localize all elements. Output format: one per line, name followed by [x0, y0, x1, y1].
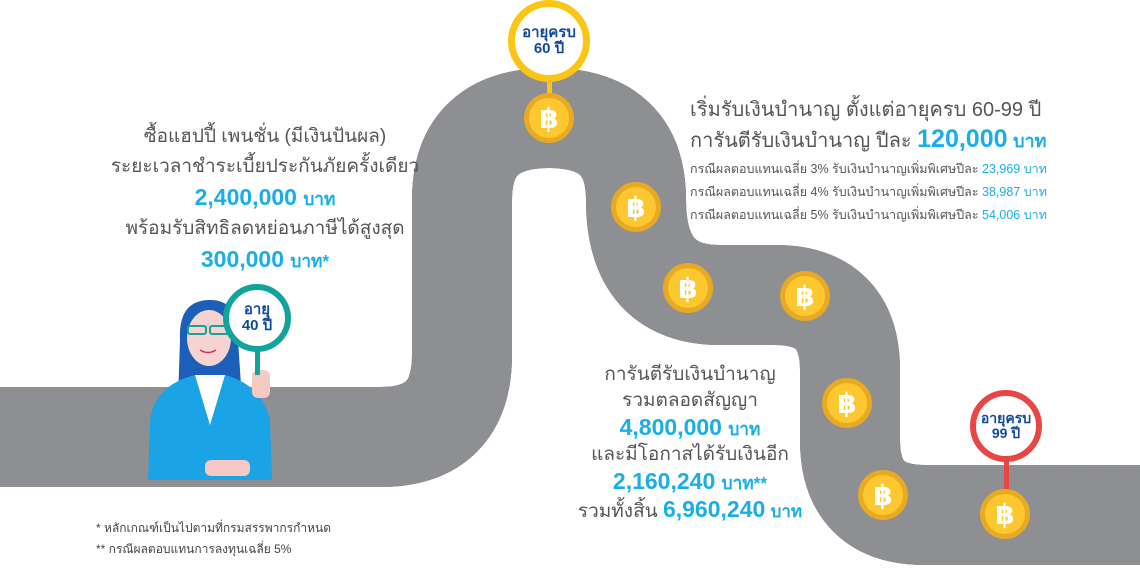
tax-benefit-amount: 300,000 บาท*: [200, 246, 330, 272]
baht-coin-icon: ฿: [611, 182, 661, 232]
total-info: การันตีรับเงินบำนาญ รวมตลอดสัญญา 4,800,0…: [570, 362, 810, 525]
sign-age: 60 ปี: [533, 40, 565, 57]
product-name: ซื้อแฮปปี้ เพนชั่น (มีเงินปันผล): [143, 126, 387, 147]
baht-coin-icon: ฿: [524, 93, 574, 143]
sign-pole-60: [547, 78, 552, 96]
payment-term: ระยะเวลาชำระเบี้ยประกันภัยครั้งเดียว: [110, 156, 420, 177]
bonus-case-3pct: กรณีผลตอบแทนเฉลี่ย 3% รับเงินบำนาญเพิ่มพ…: [690, 162, 1047, 176]
bonus-case-5pct: กรณีผลตอบแทนเฉลี่ย 5% รับเงินบำนาญเพิ่มพ…: [690, 208, 1047, 222]
baht-coin-icon: ฿: [822, 378, 872, 428]
pension-annual: การันตีรับเงินบำนาญ ปีละ 120,000 บาท: [690, 125, 1047, 153]
extra-amount: 2,160,240 บาท**: [612, 468, 768, 494]
sign-label: อายุครบ: [522, 23, 576, 41]
sign-label: อายุ: [243, 300, 271, 318]
extra-label: และมีโอกาสได้รับเงินอีก: [591, 444, 789, 465]
age-60-sign: อายุครบ 60 ปี: [508, 0, 590, 82]
pension-info: เริ่มรับเงินบำนาญ ตั้งแต่อายุครบ 60-99 ป…: [690, 96, 1047, 227]
guaranteed-amount: 4,800,000 บาท: [619, 414, 761, 440]
total-amount: รวมทั้งสิ้น 6,960,240 บาท: [577, 496, 803, 522]
premium-amount: 2,400,000 บาท: [194, 184, 336, 210]
baht-coin-icon: ฿: [663, 263, 713, 313]
contract-label: รวมตลอดสัญญา: [622, 390, 758, 411]
woman-illustration: [148, 300, 272, 480]
guarantee-label: การันตีรับเงินบำนาญ: [604, 364, 776, 385]
bonus-case-4pct: กรณีผลตอบแทนเฉลี่ย 4% รับเงินบำนาญเพิ่มพ…: [690, 185, 1047, 199]
pension-start: เริ่มรับเงินบำนาญ ตั้งแต่อายุครบ 60-99 ป…: [690, 99, 1042, 121]
age-99-sign: อายุครบ 99 ปี: [970, 390, 1042, 462]
baht-coin-icon: ฿: [780, 271, 830, 321]
sign-pole-99: [1004, 459, 1009, 491]
tax-benefit-label: พร้อมรับสิทธิลดหย่อนภาษีได้สูงสุด: [125, 218, 405, 239]
footnote-tax: * หลักเกณฑ์เป็นไปตามที่กรมสรรพากรกำหนด: [96, 521, 332, 535]
footnotes: * หลักเกณฑ์เป็นไปตามที่กรมสรรพากรกำหนด *…: [96, 518, 331, 560]
sign-label: อายุครบ: [980, 409, 1032, 426]
footnote-return: ** กรณีผลตอบแทนการลงทุนเฉลี่ย 5%: [96, 542, 292, 556]
sign-pole-40: [255, 349, 260, 375]
baht-coin-icon: ฿: [858, 470, 908, 520]
sign-age: 99 ปี: [991, 425, 1021, 441]
baht-coin-icon: ฿: [980, 489, 1030, 539]
purchase-info: ซื้อแฮปปี้ เพนชั่น (มีเงินปันผล) ระยะเวล…: [100, 122, 430, 276]
age-40-sign: อายุ 40 ปี: [223, 284, 291, 352]
sign-age: 40 ปี: [241, 317, 273, 334]
bonus-cases: กรณีผลตอบแทนเฉลี่ย 3% รับเงินบำนาญเพิ่มพ…: [690, 158, 1047, 227]
